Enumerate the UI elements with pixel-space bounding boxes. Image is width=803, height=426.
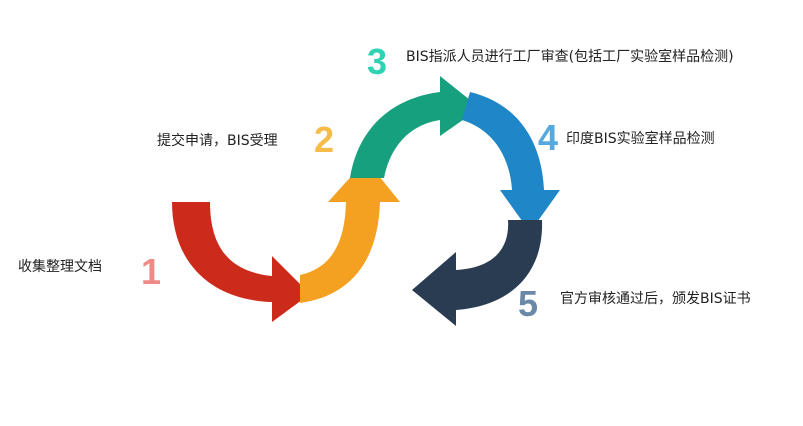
arrow-step-3 [350, 76, 480, 178]
step-1-number: 1 [141, 251, 162, 292]
step-2-label: 提交申请，BIS受理 [157, 133, 278, 149]
step-5-label: 官方审核通过后，颁发BIS证书 [560, 291, 751, 307]
arrow-step-2 [300, 160, 400, 303]
step-3-label: BIS指派人员进行工厂审查(包括工厂实验室样品检测) [406, 49, 734, 65]
step-4-number: 4 [538, 117, 559, 158]
step-4-label: 印度BIS实验室样品检测 [566, 131, 715, 147]
arrow-step-5 [412, 220, 543, 326]
arrow-step-4 [462, 92, 560, 232]
step-1-label: 收集整理文档 [18, 259, 102, 275]
step-3-number: 3 [367, 41, 388, 82]
step-5-number: 5 [518, 283, 539, 324]
step-2-number: 2 [314, 119, 335, 160]
arrow-step-1 [172, 202, 310, 322]
